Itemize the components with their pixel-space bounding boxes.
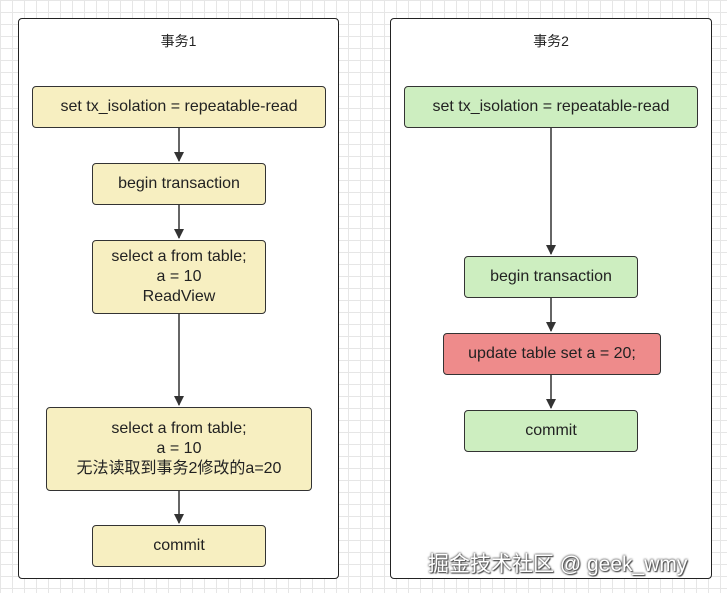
watermark: 掘金技术社区 @ geek_wmy <box>428 553 688 576</box>
update-node: update table set a = 20; <box>443 333 661 375</box>
node-label: commit <box>153 537 205 554</box>
set-isolation-node-1: set tx_isolation = repeatable-read <box>32 86 326 128</box>
select-repeat-node: select a from table; a = 10 无法读取到事务2修改的a… <box>46 407 312 491</box>
set-isolation-node-2: set tx_isolation = repeatable-read <box>404 86 698 128</box>
node-line: a = 10 <box>156 440 202 457</box>
begin-transaction-node-2: begin transaction <box>464 256 638 298</box>
lane-title: 事务2 <box>533 33 569 49</box>
node-line: 无法读取到事务2修改的a=20 <box>76 460 282 477</box>
lane-title: 事务1 <box>160 33 197 49</box>
select-readview-node: select a from table; a = 10 ReadView <box>92 240 266 314</box>
commit-node-1: commit <box>92 525 266 567</box>
node-label: set tx_isolation = repeatable-read <box>432 98 670 115</box>
node-label: update table set a = 20; <box>468 345 636 362</box>
node-line: select a from table; <box>111 248 247 265</box>
commit-node-2: commit <box>464 410 638 452</box>
node-label: commit <box>525 422 577 439</box>
node-label: begin transaction <box>490 268 612 285</box>
node-line: a = 10 <box>156 268 202 285</box>
node-label: begin transaction <box>118 175 240 192</box>
node-label: set tx_isolation = repeatable-read <box>60 98 298 115</box>
node-line: ReadView <box>142 288 216 305</box>
begin-transaction-node-1: begin transaction <box>92 163 266 205</box>
node-line: select a from table; <box>111 420 247 437</box>
